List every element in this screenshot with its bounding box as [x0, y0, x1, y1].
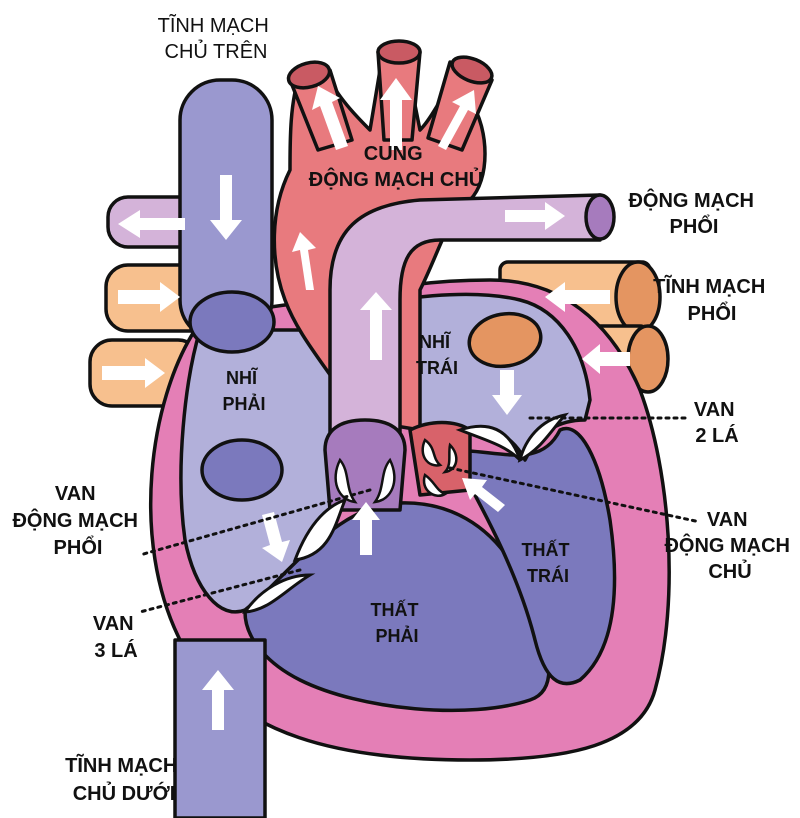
arrow-icon [202, 670, 234, 730]
label-pulmonary-vein: TĨNH MẠCH PHỔI [653, 275, 771, 325]
label-tricuspid-valve: VAN 3 LÁ [93, 613, 139, 662]
label-right-atrium: NHĨ PHẢI [222, 367, 265, 414]
label-aortic-arch: CUNG ĐỘNG MẠCH CHỦ [309, 143, 483, 191]
label-svc: TĨNH MẠCH CHỦ TRÊN [158, 13, 275, 63]
arrow-icon [118, 282, 180, 312]
label-aortic-valve: VAN ĐỘNG MẠCH CHỦ [664, 509, 795, 583]
pulmonary-valve-cusp-right [372, 457, 396, 504]
aorta-branch-left-end [286, 60, 332, 90]
arrow-icon [360, 292, 392, 360]
flow-arrows [102, 78, 630, 730]
leader-lines [138, 416, 702, 614]
arrow-icon [582, 344, 630, 374]
left-ventricle-chamber [448, 426, 617, 686]
left-atrium-opening [467, 311, 543, 369]
arrow-icon [102, 358, 165, 388]
label-ivc: TĨNH MẠCH CHỦ DƯỚI [65, 754, 183, 805]
aortic-valve-cusp-1 [421, 438, 443, 467]
label-pulmonary-artery: ĐỘNG MẠCH PHỔI [628, 188, 759, 238]
label-left-ventricle: THẤT TRÁI [521, 539, 574, 586]
arrow-icon [492, 370, 522, 415]
pulmonary-valve-cusp-left [334, 457, 358, 504]
label-left-atrium: NHĨ TRÁI [416, 331, 458, 378]
aortic-valve-cusp-2 [441, 442, 458, 474]
arrow-icon [262, 512, 290, 562]
arrow-icon [292, 232, 316, 290]
aorta-branch-right-end [450, 55, 494, 85]
leader-aortic-valve [448, 466, 702, 524]
arrow-icon [210, 175, 242, 240]
right-atrium-oval [200, 438, 284, 502]
aortic-valve [408, 420, 472, 497]
mitral-valve-cusp-2 [517, 412, 570, 463]
leader-tricuspid-valve [138, 568, 302, 614]
arrow-icon [380, 78, 412, 150]
pulmonary-artery-end [584, 193, 616, 241]
arrow-icon [438, 90, 476, 150]
arrow-icon [462, 478, 505, 512]
arrow-icon [118, 210, 185, 238]
label-mitral-valve: VAN 2 LÁ [694, 399, 740, 447]
aorta-branch-mid-end [376, 39, 422, 65]
arrow-icon [505, 202, 565, 230]
tricuspid-valve-cusp-1 [292, 497, 348, 562]
leader-pulmonary-valve [138, 488, 372, 557]
arrow-icon [352, 502, 380, 555]
pulmonary-artery-trunk [328, 193, 602, 452]
label-pulmonary-valve: VAN ĐỘNG MẠCH PHỔI [12, 483, 143, 559]
label-right-ventricle: THẤT PHẢI [370, 599, 423, 646]
arrow-icon [312, 86, 348, 150]
aortic-valve-cusp-3 [422, 473, 448, 497]
svc-opening [188, 290, 276, 354]
tricuspid-valve-cusp-2 [241, 573, 316, 614]
arrow-icon [545, 282, 610, 312]
